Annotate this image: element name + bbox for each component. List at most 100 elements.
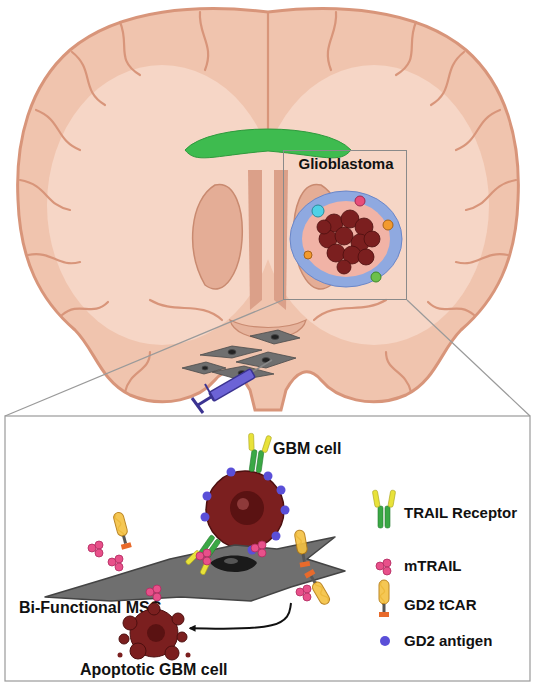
injected-msc-cells-part	[182, 362, 226, 374]
syringe-part	[198, 397, 211, 405]
gbm-cell-shape-part	[237, 498, 249, 510]
sulci-part	[20, 180, 70, 210]
gd2-tcars	[113, 511, 332, 606]
sulci-part	[150, 300, 222, 320]
sulci-part	[125, 352, 150, 392]
zoom-lines	[5, 300, 530, 416]
apoptotic-cell-shape-part-part	[148, 603, 160, 615]
msc-cell-shape-part	[210, 556, 257, 573]
gbm-cell-shape-part	[230, 491, 264, 525]
sulci-part	[466, 180, 516, 210]
gbm-cell-shape-part	[206, 471, 284, 549]
injected-msc-cells-part	[200, 346, 262, 358]
gd2-antigens-part	[272, 532, 281, 541]
legend-swatch	[380, 636, 390, 646]
mtrail-ligands-part	[146, 585, 161, 601]
inset-frame	[5, 416, 530, 681]
legend-text: GD2 antigen	[404, 632, 492, 649]
apoptotic-cell-shape-part-part	[119, 634, 129, 644]
legend-text: mTRAIL	[404, 557, 462, 574]
sulci-part	[36, 110, 80, 150]
gd2-tcars-part	[304, 569, 331, 606]
msc-cell-shape-part	[45, 537, 345, 601]
apoptotic-cell-shape-part	[119, 603, 187, 660]
sulci-part	[267, 12, 269, 128]
sulci	[20, 12, 516, 392]
sulci-part	[456, 110, 500, 150]
tumor-region-shape-part	[290, 191, 402, 287]
syringe-part	[252, 360, 272, 372]
sulci-part	[314, 300, 386, 320]
apoptotic-cell-shape-part	[147, 624, 165, 642]
brain-section	[5, 9, 530, 681]
gd2-tcars-part	[294, 529, 310, 567]
sulci-part	[62, 302, 108, 315]
trail-receptors-part	[185, 531, 226, 576]
tumor-region-shape-part-part	[327, 244, 345, 262]
tumor-region-shape-part-part	[358, 249, 374, 265]
sulci-part	[396, 22, 416, 75]
apoptotic-cell: Apoptotic GBM cell	[118, 603, 190, 659]
apoptotic-cell-shape-part-part	[177, 632, 187, 642]
curved-arrow	[190, 603, 291, 629]
mtrail-ligands	[88, 541, 311, 601]
injected-msc-cells-part	[228, 350, 236, 355]
sulci-part	[428, 302, 474, 315]
node-label: Apoptotic GBM cell	[80, 661, 228, 679]
apoptotic-cell-shape-part-part	[130, 643, 146, 659]
legend-text: GD2 tCAR	[404, 596, 477, 613]
gd2-antigens-part	[227, 468, 236, 477]
brain-outline	[18, 9, 519, 410]
legend-samples-part	[372, 490, 395, 528]
tumor-region-shape	[284, 151, 406, 299]
sulci-part	[28, 254, 80, 263]
tumor-region-shape-part	[317, 210, 380, 274]
tumor-region-shape-part	[312, 205, 324, 217]
gd2-antigens	[201, 468, 290, 555]
gd2-antigens-part	[248, 546, 257, 555]
mtrail-ligands-part	[196, 549, 211, 565]
syringe-part	[205, 384, 214, 400]
trail-receptors	[185, 433, 272, 576]
sulci-part	[200, 12, 208, 70]
syringe	[192, 360, 272, 413]
sulci-part	[120, 22, 140, 75]
apoptotic-cell-shape-part-part	[165, 646, 179, 660]
node-label: Glioblastoma	[284, 155, 408, 172]
injected-msc-cells-part	[250, 330, 300, 344]
syringe-part	[209, 369, 256, 402]
injected-msc-cells-part	[236, 352, 296, 368]
white-matter	[259, 65, 489, 345]
apoptotic-cell-shape-part-part	[172, 613, 184, 625]
sulci-part	[386, 352, 411, 392]
white-matter	[47, 65, 277, 345]
tumor-region-shape-part-part	[364, 231, 380, 247]
msc-cell-shape-part	[224, 558, 238, 564]
legend-samples	[372, 490, 395, 617]
injected-msc-cells-part	[202, 366, 208, 370]
sulci-part	[431, 52, 464, 105]
gd2-antigens-part	[203, 492, 212, 501]
tumor-region-shape-part	[371, 272, 381, 282]
apoptotic-cell-shape-part	[118, 653, 123, 658]
legend-text: TRAIL Receptor	[404, 504, 517, 521]
msc-cell-shape	[45, 535, 345, 603]
tumor-region-shape-part	[383, 220, 393, 230]
msc-cell: Bi-Functional MSC	[45, 535, 345, 603]
tumor-region-shape-part	[355, 196, 365, 206]
injected-msc-cells-part	[271, 335, 279, 340]
deep-structures-part	[248, 170, 262, 310]
gd2-antigens-part	[201, 513, 210, 522]
corpus-callosum	[185, 129, 351, 158]
tumor-region-shape-part	[304, 251, 312, 259]
apoptotic-cell-shape-part	[186, 653, 191, 658]
mtrail-ligands-part	[108, 555, 123, 571]
tumor-region-shape-part	[302, 201, 390, 277]
tumor-region-shape-part-part	[337, 260, 351, 274]
legend-samples-part	[376, 559, 391, 575]
deep-structures-part	[193, 184, 243, 289]
